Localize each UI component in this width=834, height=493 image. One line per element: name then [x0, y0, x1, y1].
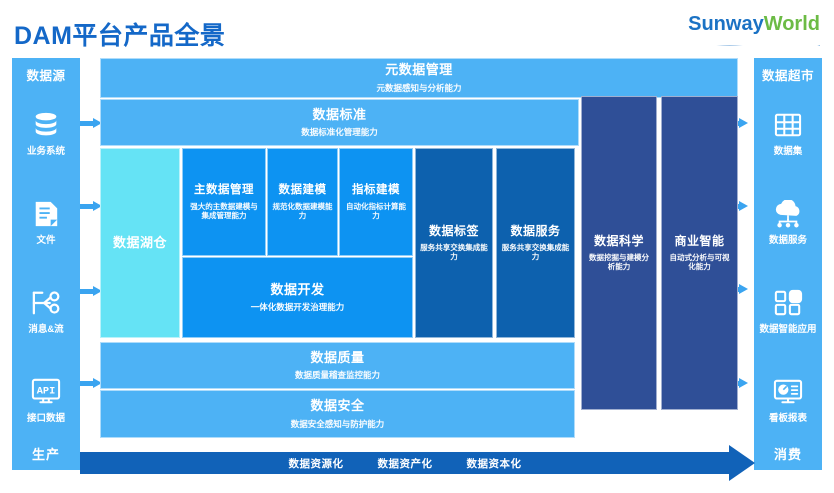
capability-data-lakehouse[interactable]: 数据湖仓	[100, 148, 180, 338]
value-chain-stage-list: 数据资源化 数据资产化 数据资本化	[80, 452, 730, 474]
data-market-item-intelligent-app[interactable]: 数据智能应用	[754, 286, 822, 336]
data-source-panel: 数据源 业务系统	[12, 58, 80, 470]
data-source-item-message-stream[interactable]: 消息&流	[12, 286, 80, 336]
capability-master-data-management[interactable]: 主数据管理 强大的主数据建模与集成管理能力	[182, 148, 266, 256]
arrow-left-3	[80, 286, 102, 297]
capability-data-quality[interactable]: 数据质量 数据质量稽查监控能力	[100, 342, 575, 389]
data-market-item-label: 数据集	[773, 145, 803, 157]
capability-data-security[interactable]: 数据安全 数据安全感知与防护能力	[100, 390, 575, 438]
api-monitor-icon: API	[30, 375, 62, 409]
arrow-left-2	[80, 201, 102, 212]
data-market-item-label: 看板报表	[768, 412, 807, 424]
capability-subtitle: 自动式分析与可视化能力	[669, 252, 730, 272]
capability-data-service[interactable]: 数据服务 服务共享交换集成能力	[496, 148, 575, 338]
grid-table-icon	[773, 108, 803, 142]
capability-subtitle: 数据安全感知与防护能力	[290, 418, 385, 429]
capability-data-modeling[interactable]: 数据建模 规范化数据建模能力	[267, 148, 338, 256]
data-market-item-data-service[interactable]: 数据服务	[754, 197, 822, 247]
data-market-footer-label: 消费	[773, 447, 802, 462]
capability-subtitle: 数据质量稽查监控能力	[294, 370, 380, 381]
logo-secondary-text: World	[763, 13, 820, 35]
capability-title: 数据科学	[593, 234, 644, 249]
dashboard-report-icon	[772, 375, 804, 409]
capability-metadata-management[interactable]: 元数据管理 元数据感知与分析能力	[100, 58, 738, 98]
data-source-item-api[interactable]: API 接口数据	[12, 375, 80, 425]
arrow-left-1	[80, 118, 102, 129]
capability-business-intelligence[interactable]: 商业智能 自动式分析与可视化能力	[661, 96, 738, 410]
data-source-item-label: 消息&流	[28, 323, 64, 335]
value-chain-banner: 数据资源化 数据资产化 数据资本化	[80, 445, 755, 481]
capability-title: 数据标签	[428, 224, 479, 239]
capability-subtitle: 数据挖掘与建模分析能力	[589, 252, 649, 272]
value-chain-stage: 数据资源化	[288, 457, 344, 470]
capability-title: 商业智能	[674, 234, 725, 249]
value-chain-arrow-head-icon	[729, 445, 755, 481]
data-market-item-label: 数据智能应用	[759, 323, 817, 335]
data-market-panel-title: 数据超市	[761, 69, 814, 83]
data-source-item-business-system[interactable]: 业务系统	[12, 108, 80, 158]
app-blocks-icon	[773, 286, 803, 320]
data-market-panel: 数据超市 数据集	[754, 58, 822, 470]
capability-metric-modeling[interactable]: 指标建模 自动化指标计算能力	[339, 148, 413, 256]
data-source-item-file[interactable]: 文件	[12, 197, 80, 247]
capability-data-standard[interactable]: 数据标准 数据标准化管理能力	[100, 99, 579, 146]
data-source-item-label: 接口数据	[26, 412, 65, 424]
capability-subtitle: 数据标准化管理能力	[301, 127, 378, 138]
data-source-footer-label: 生产	[31, 447, 60, 462]
capability-title: 数据服务	[510, 224, 561, 239]
core-capability-grid: 元数据管理 元数据感知与分析能力 数据标准 数据标准化管理能力 数据科学 数据挖…	[100, 58, 740, 448]
sunway-world-logo: SunwayWorld	[688, 13, 820, 46]
logo-primary-text: Sunway	[688, 13, 764, 35]
data-source-item-label: 业务系统	[26, 145, 65, 157]
capability-subtitle: 一体化数据开发治理能力	[250, 302, 345, 313]
data-market-item-label: 数据服务	[768, 234, 807, 246]
capability-title: 指标建模	[352, 183, 400, 196]
capability-title: 数据质量	[310, 349, 365, 365]
capability-subtitle: 服务共享交换集成能力	[501, 242, 570, 262]
data-market-item-dashboard[interactable]: 看板报表	[754, 375, 822, 425]
value-chain-banner-body	[80, 452, 730, 474]
capability-title: 主数据管理	[194, 183, 254, 196]
data-source-item-label: 文件	[36, 234, 56, 246]
data-source-item-list: 业务系统 文件	[12, 84, 80, 444]
capability-data-tag[interactable]: 数据标签 服务共享交换集成能力	[415, 148, 493, 338]
data-market-item-list: 数据集 数据服务	[754, 84, 822, 444]
value-chain-stage: 数据资产化	[377, 457, 433, 470]
capability-title: 数据湖仓	[112, 235, 167, 251]
logo-swoosh-icon	[690, 37, 820, 46]
cloud-service-icon	[772, 197, 804, 231]
capability-title: 数据开发	[270, 281, 325, 297]
capability-subtitle: 自动化指标计算能力	[346, 201, 406, 220]
capability-title: 数据标准	[312, 106, 367, 122]
capability-subtitle: 元数据感知与分析能力	[376, 82, 462, 93]
capability-subtitle: 规范化数据建模能力	[272, 201, 333, 220]
message-stream-icon	[30, 286, 62, 320]
capability-title: 数据建模	[278, 183, 327, 196]
arrow-left-4	[80, 378, 102, 389]
page-title: DAM平台产品全景	[14, 22, 226, 50]
capability-data-development[interactable]: 数据开发 一体化数据开发治理能力	[182, 257, 413, 338]
capability-subtitle: 强大的主数据建模与集成管理能力	[190, 201, 258, 220]
svg-text:API: API	[37, 385, 56, 397]
capability-title: 数据安全	[310, 398, 365, 414]
document-icon	[32, 197, 60, 231]
capability-subtitle: 服务共享交换集成能力	[420, 242, 488, 262]
data-market-item-dataset[interactable]: 数据集	[754, 108, 822, 158]
data-source-panel-title: 数据源	[26, 69, 66, 83]
value-chain-stage: 数据资本化	[466, 457, 522, 470]
capability-title: 元数据管理	[385, 62, 453, 78]
database-icon	[31, 108, 61, 142]
capability-data-science[interactable]: 数据科学 数据挖掘与建模分析能力	[581, 96, 657, 410]
